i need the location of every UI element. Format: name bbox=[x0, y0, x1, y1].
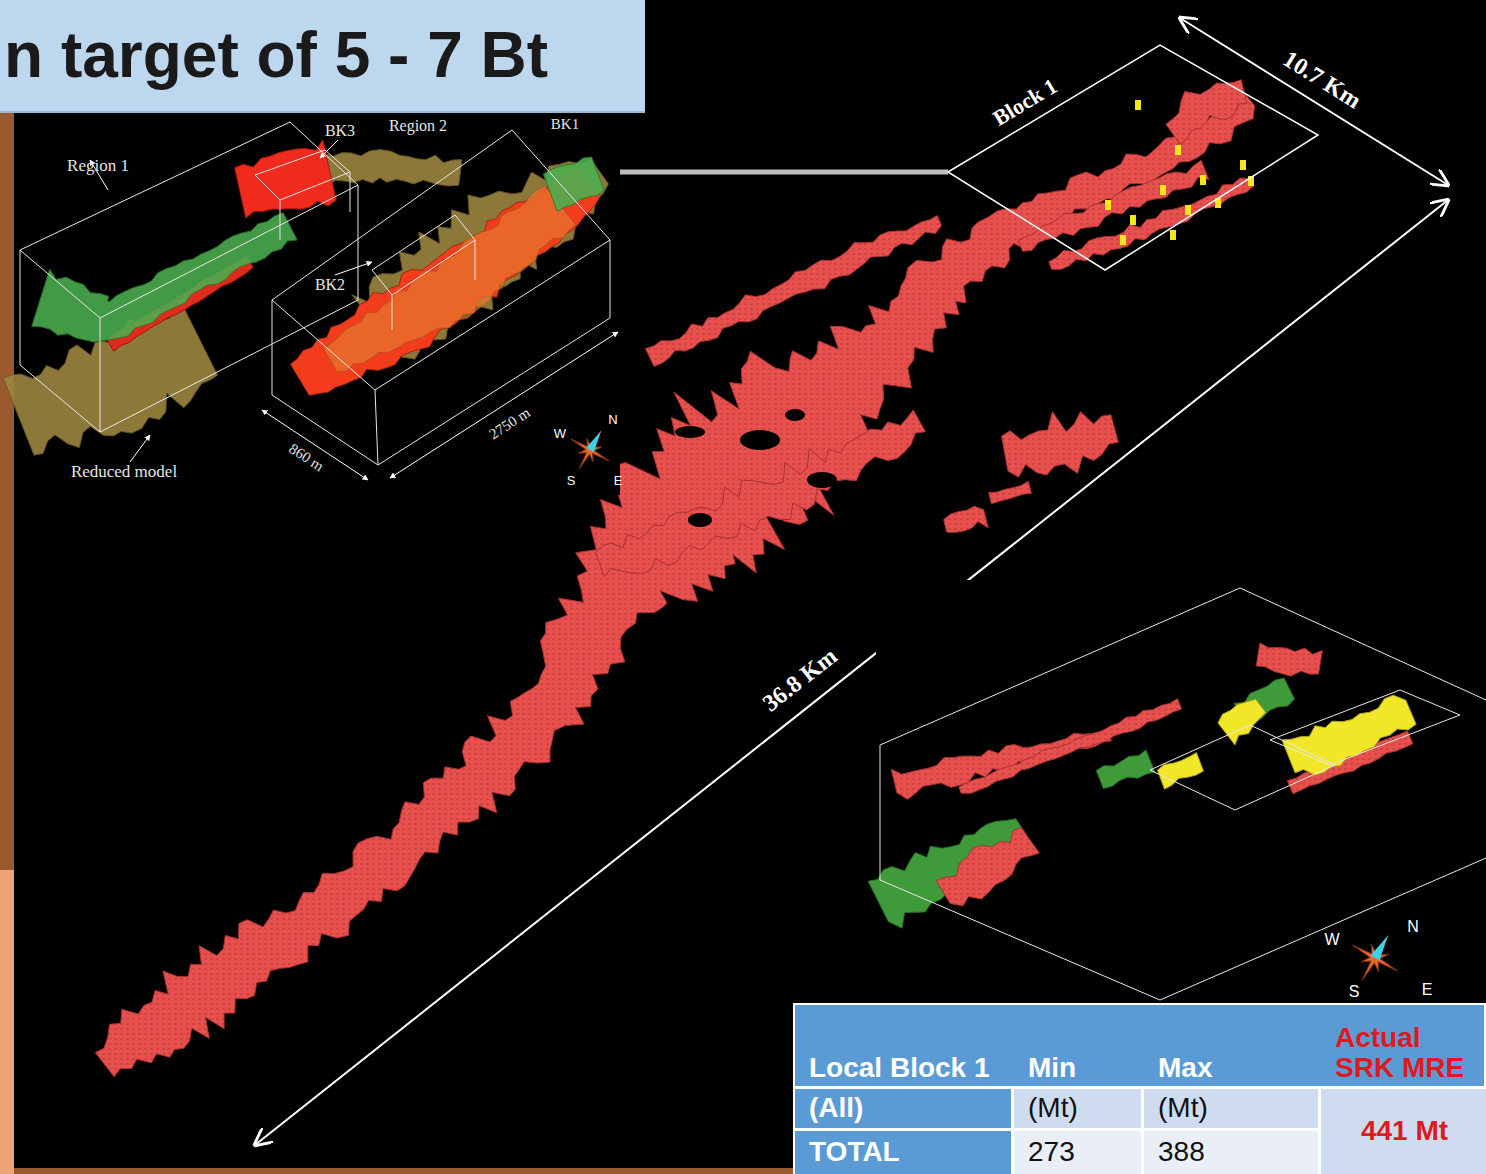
compass-letter: S bbox=[567, 474, 576, 488]
dimension-arrow bbox=[390, 332, 618, 478]
yellow-zone bbox=[1135, 100, 1141, 110]
dimension-label: 2750 m bbox=[487, 405, 534, 443]
wireframe-box bbox=[20, 185, 358, 432]
dimension-label: 36.8 Km bbox=[758, 643, 842, 716]
compass-letter: W bbox=[554, 427, 566, 441]
wireframe-box bbox=[272, 130, 610, 390]
compass-rose bbox=[560, 420, 1411, 994]
gap bbox=[675, 426, 705, 438]
block-outline bbox=[940, 40, 1325, 280]
model-label: BK1 bbox=[551, 117, 579, 133]
ore-shape bbox=[944, 506, 989, 532]
dimension-arrow bbox=[1180, 18, 1448, 185]
wireframe-box bbox=[20, 122, 358, 318]
table-header: Max bbox=[1144, 1005, 1318, 1086]
ore-shape bbox=[1157, 753, 1203, 790]
ore-shape bbox=[989, 481, 1032, 503]
wireframe-box bbox=[255, 150, 350, 240]
region-block: Block 1 bbox=[940, 40, 1325, 280]
wireframe-box bbox=[1150, 725, 1335, 810]
compass-letter: E bbox=[614, 474, 623, 488]
gap bbox=[688, 513, 712, 527]
ore-shape bbox=[324, 186, 576, 372]
ore-shape bbox=[645, 216, 941, 367]
summary-table bbox=[793, 1003, 1486, 1174]
pointer-line bbox=[320, 140, 338, 158]
ore-shape bbox=[32, 213, 297, 342]
dimension-label: 10.7 Km bbox=[1279, 46, 1366, 113]
leader-line bbox=[615, 170, 948, 175]
dimension-label: 860 m bbox=[286, 441, 326, 475]
pointer-line bbox=[335, 262, 372, 275]
table-cell: 273 bbox=[1014, 1131, 1141, 1174]
compass-letter: W bbox=[1324, 932, 1339, 949]
yellow-zone bbox=[1105, 200, 1111, 210]
inset-model bbox=[868, 580, 1486, 1002]
compass-letter: S bbox=[1349, 984, 1360, 1001]
ore-shape bbox=[1282, 695, 1416, 775]
table-cell: 441 Mt bbox=[1321, 1089, 1486, 1174]
wireframe-box bbox=[880, 745, 1486, 1000]
gap bbox=[740, 430, 780, 450]
pointer-line bbox=[130, 435, 150, 462]
ore-shape bbox=[1256, 643, 1322, 676]
gap bbox=[785, 409, 805, 421]
wireframe-box bbox=[880, 588, 1486, 745]
black-panel bbox=[14, 0, 1486, 1168]
photo-ground bbox=[0, 870, 14, 1174]
compass-letter: N bbox=[1407, 919, 1419, 936]
ore-shape bbox=[543, 157, 604, 211]
wireframe-box bbox=[272, 240, 610, 465]
table-cell: (All) bbox=[795, 1089, 1011, 1128]
model-label: Reduced model bbox=[71, 463, 177, 481]
yellow-zone bbox=[1130, 215, 1136, 225]
wireframe-box bbox=[1270, 690, 1460, 765]
ore-shape bbox=[1218, 699, 1266, 745]
wireframe-box bbox=[372, 215, 475, 330]
yellow-zone bbox=[1240, 160, 1246, 170]
table-cell: (Mt) bbox=[1014, 1089, 1141, 1128]
model-label: BK3 bbox=[325, 123, 355, 140]
compass-letter: N bbox=[608, 413, 617, 427]
model-label: Region 2 bbox=[389, 118, 447, 135]
ore-shape bbox=[1096, 750, 1155, 789]
table-cell: 388 bbox=[1144, 1131, 1318, 1174]
yellow-zone bbox=[1160, 185, 1166, 195]
inset-model bbox=[3, 115, 620, 495]
compass-letter: E bbox=[1422, 982, 1433, 999]
ore-shape bbox=[1049, 178, 1254, 269]
ore-shape bbox=[1002, 412, 1119, 477]
gap bbox=[807, 472, 837, 488]
table-header: Min bbox=[1014, 1005, 1141, 1086]
table-header: Local Block 1 bbox=[795, 1005, 1011, 1086]
yellow-zone bbox=[1120, 235, 1126, 245]
yellow-zone bbox=[1170, 230, 1176, 240]
table-cell: (Mt) bbox=[1144, 1089, 1318, 1128]
block-label: Block 1 bbox=[989, 74, 1061, 130]
compass-rose bbox=[560, 420, 620, 480]
table-header: Actual SRK MRE bbox=[1321, 1005, 1486, 1086]
yellow-zone bbox=[1200, 175, 1206, 185]
ore-shape bbox=[936, 827, 1039, 906]
dimension-arrow bbox=[262, 410, 368, 480]
table-cell: TOTAL bbox=[795, 1131, 1011, 1174]
ore-shape bbox=[595, 410, 925, 577]
slide-title: n target of 5 - 7 Bt bbox=[0, 0, 645, 113]
ore-shape bbox=[1166, 80, 1247, 145]
ore-shape bbox=[959, 699, 1182, 794]
yellow-zone bbox=[1185, 205, 1191, 215]
model-label: BK2 bbox=[315, 277, 345, 294]
yellow-zone bbox=[1175, 145, 1181, 155]
model-label: Region 1 bbox=[67, 157, 129, 175]
